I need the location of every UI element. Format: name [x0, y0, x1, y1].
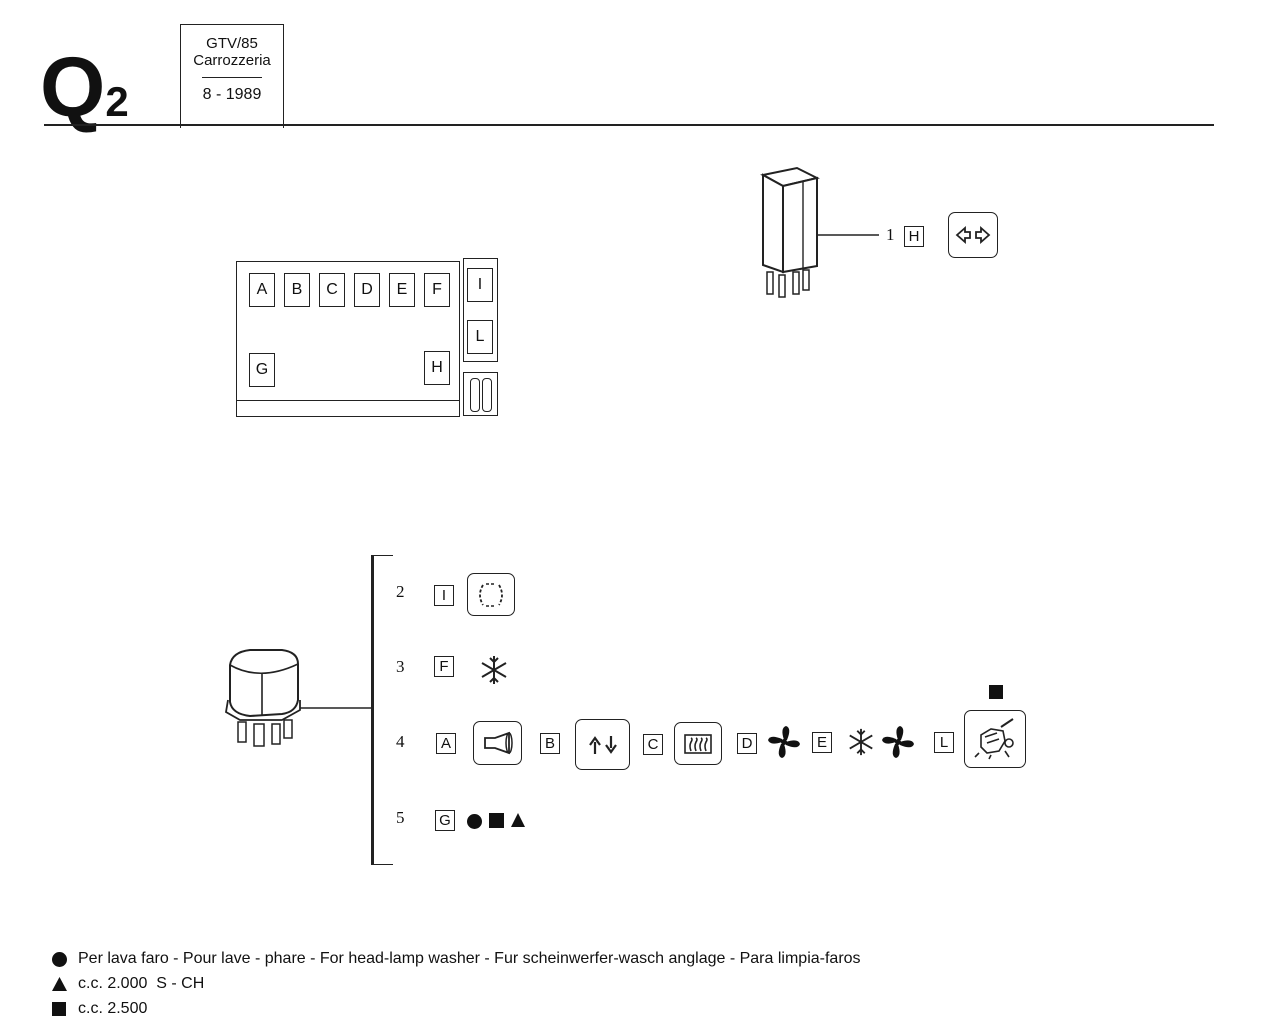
relay-1-drawing [760, 166, 879, 298]
fuse-slot-b: B [284, 273, 310, 307]
fuse-slot-d: D [354, 273, 380, 307]
turn-signal-icon [948, 212, 998, 258]
square-marker-icon [989, 685, 1003, 699]
row-3-number: 3 [396, 657, 405, 676]
fuse-slot-h-label: H [431, 359, 443, 376]
circle-marker-icon [467, 814, 482, 829]
row-5-slot-g: G [435, 810, 455, 831]
rear-defrost-icon [674, 722, 722, 765]
fuse-slot-a: A [249, 273, 275, 307]
page-code-letter: Q [40, 40, 106, 134]
row-4-slot-d-label: D [741, 735, 753, 752]
header-rule [44, 124, 1214, 126]
air-conditioning-icon [849, 728, 873, 756]
fuse-slot-l: L [467, 320, 493, 354]
row-4-slot-e-label: E [816, 734, 827, 751]
row-2-slot-i-label: I [441, 587, 447, 604]
fuse-box-side-unit [463, 258, 498, 362]
fuse-slot-c-label: C [326, 281, 338, 298]
page-code: Q2 [40, 45, 129, 144]
engine-cooling-icon [964, 710, 1026, 768]
title-block: GTV/85 Carrozzeria 8 - 1989 [180, 24, 284, 128]
relay-2-5-drawing [225, 649, 372, 747]
horn-icon [473, 721, 522, 765]
power-window-icon [575, 719, 630, 770]
legend-text-square: c.c. 2.500 [78, 1000, 148, 1017]
relay-1-slot-label: H [908, 228, 920, 245]
date-label: 8 - 1989 [202, 86, 262, 103]
row-5-slot-g-label: G [439, 812, 451, 829]
model-label: GTV/85 [206, 35, 258, 52]
fan-icon [768, 726, 800, 758]
row-4-slot-c: C [643, 734, 663, 755]
fuse-slot-b-label: B [291, 281, 303, 298]
fuse-slot-e-label: E [396, 281, 408, 298]
fuse-box-bottom-strip [237, 400, 459, 401]
fuse-slot-h: H [424, 351, 450, 385]
row-4-slot-e: E [812, 732, 832, 753]
row-4-slot-a-label: A [440, 735, 451, 752]
page-code-sub: 2 [105, 78, 129, 125]
air-conditioning-icon [481, 656, 507, 684]
fuse-slot-g: G [249, 353, 275, 387]
row-5-number: 5 [396, 808, 405, 827]
fuse-box-connector [463, 372, 498, 416]
fuse-slot-g-label: G [255, 361, 269, 378]
legend-text-triangle: c.c. 2.000 S - CH [78, 975, 205, 992]
fuse-slot-l-label: L [475, 328, 485, 345]
section-label: Carrozzeria [193, 52, 271, 69]
fuse-slot-a-label: A [256, 281, 268, 298]
row-4-slot-c-label: C [647, 736, 659, 753]
fuse-slot-f: F [424, 273, 450, 307]
row-4-slot-a: A [436, 733, 456, 754]
title-divider [202, 77, 262, 78]
fuse-slot-f-label: F [432, 281, 442, 298]
triangle-marker-icon [50, 977, 68, 991]
relay-1-slot: H [904, 226, 924, 247]
row-4-slot-l: L [934, 732, 954, 753]
row-2-number: 2 [396, 582, 405, 601]
fan-icon [882, 726, 914, 758]
legend-row-square: c.c. 2.500 [50, 1000, 147, 1018]
row-3-slot-f: F [434, 656, 454, 677]
rear-fog-lamp-icon [467, 573, 515, 616]
fuse-slot-i-label: I [477, 276, 483, 293]
row-4-number: 4 [396, 732, 405, 751]
row-4-slot-b: B [540, 733, 560, 754]
legend-row-circle: Per lava faro - Pour lave - phare - For … [50, 950, 861, 968]
circle-marker-icon [50, 951, 68, 967]
row-2-slot-i: I [434, 585, 454, 606]
fuse-slot-i: I [467, 268, 493, 302]
relay-group-bracket [371, 555, 393, 865]
relay-1-number: 1 [886, 225, 895, 244]
fuse-slot-d-label: D [361, 281, 373, 298]
square-marker-icon [489, 813, 504, 828]
legend-row-triangle: c.c. 2.000 S - CH [50, 975, 204, 993]
fuse-slot-c: C [319, 273, 345, 307]
fuse-slot-e: E [389, 273, 415, 307]
row-4-slot-b-label: B [544, 735, 555, 752]
legend-text-circle: Per lava faro - Pour lave - phare - For … [78, 950, 861, 967]
row-3-slot-f-label: F [439, 658, 449, 675]
triangle-marker-icon [511, 813, 525, 827]
row-4-slot-l-label: L [939, 734, 949, 751]
square-marker-icon [50, 1002, 68, 1016]
fuse-box-diagram [236, 261, 460, 417]
row-4-slot-d: D [737, 733, 757, 754]
